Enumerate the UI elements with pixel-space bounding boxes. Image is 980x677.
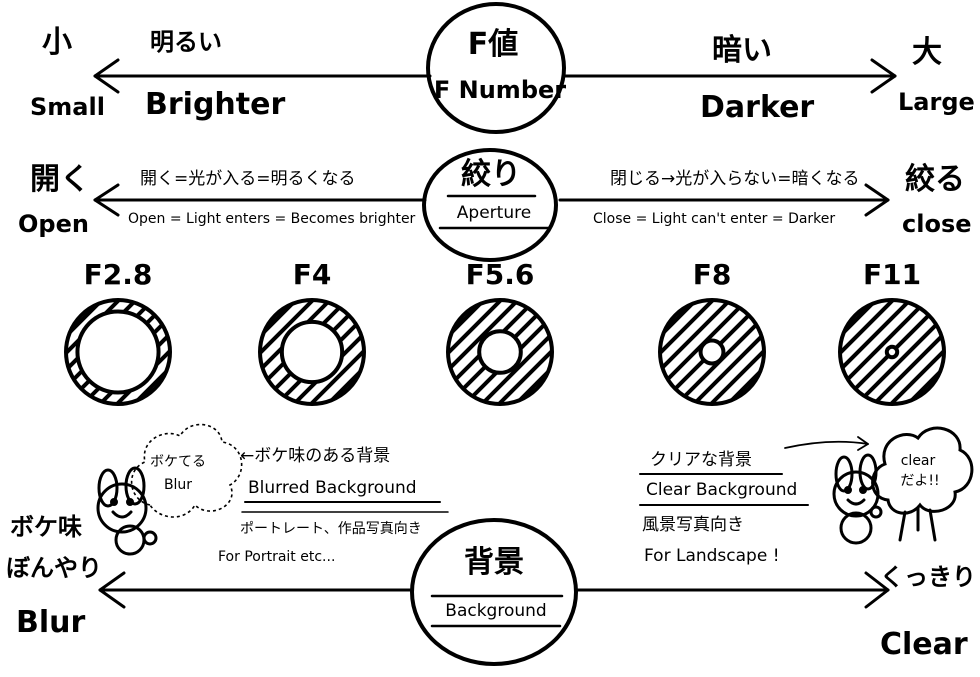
background-left-en: Blur bbox=[16, 605, 86, 640]
aperture-outer-ring bbox=[838, 298, 946, 406]
fnumber-center-en: F Number bbox=[433, 76, 567, 104]
aperture-outer-ring bbox=[446, 298, 554, 406]
fnumber-left-jp: 小 bbox=[42, 25, 72, 60]
aperture-left-desc-en: Open = Light enters = Becomes brighter bbox=[128, 211, 416, 227]
cloud-clear-en: clear bbox=[900, 453, 936, 469]
blur-note-en: Blurred Background bbox=[248, 478, 417, 498]
aperture-opening bbox=[279, 319, 345, 385]
clear-use-en: For Landscape ! bbox=[644, 546, 780, 566]
aperture-stop-3: F5.6 bbox=[446, 258, 554, 406]
blur-use-jp: ポートレート、作品写真向き bbox=[240, 521, 422, 537]
fnumber-right-en: Large bbox=[898, 88, 975, 116]
aperture-right-en: close bbox=[902, 210, 972, 238]
aperture-right-arrow bbox=[558, 183, 890, 217]
fnumber-left-en: Small bbox=[30, 93, 105, 121]
fnumber-left-desc-en: Brighter bbox=[145, 87, 286, 122]
aperture-opening bbox=[884, 344, 900, 360]
aperture-stop-2: F4 bbox=[258, 258, 366, 406]
aperture-opening bbox=[75, 309, 161, 395]
background-left-jp-1: ボケ味 bbox=[10, 513, 82, 541]
fnumber-right-jp: 大 bbox=[912, 35, 942, 70]
aperture-right-jp: 絞る bbox=[905, 162, 965, 197]
blur-use-en: For Portrait etc... bbox=[218, 549, 336, 565]
blur-cloud bbox=[130, 423, 243, 518]
aperture-stop-1: F2.8 bbox=[64, 258, 172, 406]
aperture-stop-label: F8 bbox=[693, 258, 732, 291]
aperture-stop-5: F11 bbox=[838, 258, 946, 406]
aperture-left-arrow bbox=[93, 183, 427, 217]
fnumber-circle bbox=[426, 2, 566, 134]
clear-note-en: Clear Background bbox=[646, 480, 798, 500]
fnumber-right-desc-jp: 暗い bbox=[712, 33, 772, 68]
aperture-left-en: Open bbox=[18, 210, 89, 238]
clear-cloud bbox=[871, 426, 974, 542]
fnumber-right-desc-en: Darker bbox=[700, 90, 815, 125]
background-right-jp: くっきり bbox=[880, 563, 976, 591]
background-left-jp-2: ぼんやり bbox=[6, 554, 102, 582]
aperture-stop-label: F4 bbox=[293, 258, 332, 291]
aperture-stop-4: F8 bbox=[658, 258, 766, 406]
cloud-clear-jp: だよ!! bbox=[900, 473, 940, 489]
fnumber-right-arrow bbox=[563, 58, 897, 94]
background-left-arrow bbox=[98, 571, 412, 609]
background-right-arrow bbox=[576, 571, 890, 609]
aperture-center-jp: 絞り bbox=[461, 157, 521, 192]
aperture-outer-ring bbox=[658, 298, 766, 406]
aperture-left-desc-jp: 開く=光が入る=明るくなる bbox=[140, 169, 356, 189]
rabbit-left bbox=[96, 466, 158, 556]
aperture-stop-label: F2.8 bbox=[84, 258, 153, 291]
background-center-en: Background bbox=[445, 601, 547, 621]
aperture-opening bbox=[698, 338, 726, 366]
aperture-opening bbox=[477, 329, 523, 375]
clear-note-jp: クリアな背景 bbox=[650, 450, 752, 470]
clear-use-jp: 風景写真向き bbox=[642, 515, 744, 535]
background-circle bbox=[410, 518, 578, 666]
rabbit-right bbox=[832, 453, 883, 545]
aperture-circle bbox=[422, 148, 558, 262]
cloud-blur-en: Blur bbox=[163, 477, 193, 493]
aperture-outer-ring bbox=[258, 298, 366, 406]
aperture-right-desc-jp: 閉じる→光が入らない=暗くなる bbox=[610, 169, 860, 189]
aperture-stops: F2.8 F4 F5.6 F8 F11 bbox=[64, 258, 946, 406]
aperture-left-jp: 開く bbox=[30, 162, 90, 197]
fnumber-left-arrow bbox=[93, 58, 432, 94]
aperture-right-desc-en: Close = Light can't enter = Darker bbox=[593, 211, 836, 227]
cloud-blur-jp: ボケてる bbox=[150, 454, 206, 470]
fnumber-left-desc-jp: 明るい bbox=[150, 28, 222, 56]
aperture-stop-label: F11 bbox=[863, 258, 921, 291]
aperture-stop-label: F5.6 bbox=[466, 258, 535, 291]
background-right-en: Clear bbox=[880, 627, 968, 662]
aperture-center-en: Aperture bbox=[456, 203, 532, 223]
background-center-jp: 背景 bbox=[464, 545, 524, 580]
fnumber-center-jp: F値 bbox=[467, 27, 519, 62]
aperture-outer-ring bbox=[64, 298, 172, 406]
blur-note-jp: ←ボケ味のある背景 bbox=[240, 446, 391, 466]
